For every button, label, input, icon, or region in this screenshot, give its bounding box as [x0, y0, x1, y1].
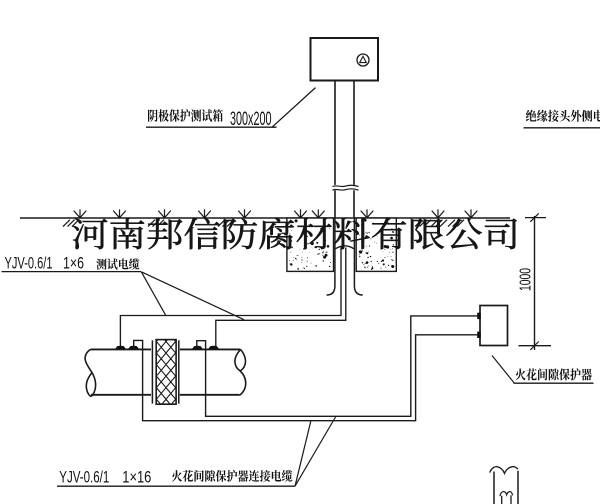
svg-text:1×6: 1×6: [63, 255, 84, 273]
svg-text:YJV-0.6/1: YJV-0.6/1: [59, 468, 109, 486]
svg-text:1000: 1000: [518, 268, 535, 291]
svg-text:300x200: 300x200: [230, 109, 272, 130]
svg-text:1×16: 1×16: [122, 468, 151, 486]
svg-text:YJV-0.6/1: YJV-0.6/1: [5, 255, 53, 273]
